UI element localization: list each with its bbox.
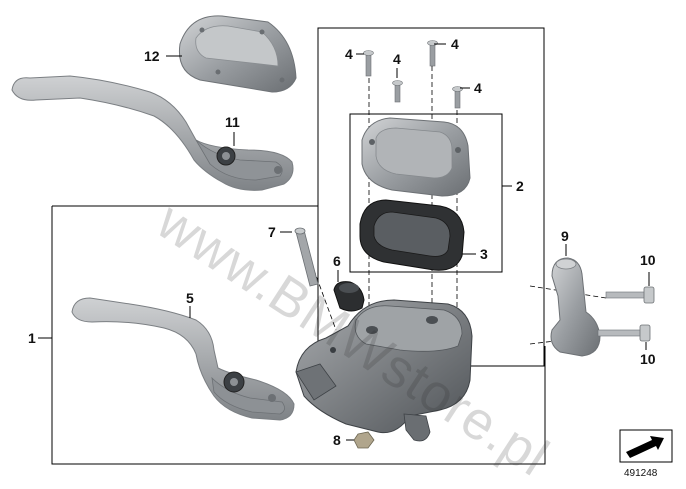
assembly-frame-1 — [51, 205, 546, 465]
lower-lever-part — [71, 297, 295, 421]
callout-10a: 10 — [640, 252, 656, 268]
callout-4a: 4 — [345, 46, 353, 62]
callout-9: 9 — [561, 228, 569, 244]
grommet-part — [333, 281, 365, 312]
reservoir-cover-part — [178, 15, 297, 93]
nut-part — [353, 431, 375, 449]
callout-11: 11 — [225, 114, 240, 130]
handlebar-clamp-part — [550, 257, 601, 357]
master-cylinder-body-part — [295, 299, 473, 442]
clamp-bolt-part — [597, 286, 655, 342]
callout-10b: 10 — [640, 351, 656, 367]
pivot-pin-part — [294, 227, 319, 287]
callout-6: 6 — [333, 253, 341, 269]
diagram-number: 491248 — [624, 468, 658, 479]
gasket-part — [359, 199, 465, 271]
callout-8: 8 — [333, 432, 341, 448]
leaders-4 — [356, 43, 470, 89]
callout-1: 1 — [28, 330, 36, 346]
callout-7: 7 — [268, 224, 276, 240]
assembly-frame-3 — [349, 113, 503, 273]
upper-lever-part — [11, 75, 294, 191]
callout-12: 12 — [144, 48, 160, 64]
callout-5: 5 — [186, 290, 194, 306]
callout-2: 2 — [516, 178, 524, 194]
callout-3: 3 — [480, 246, 488, 262]
callout-4b: 4 — [393, 51, 401, 67]
leaders-10 — [645, 272, 650, 350]
orientation-arrow-box — [619, 429, 673, 463]
screw-part — [363, 40, 463, 109]
reservoir-lid-part — [361, 117, 471, 197]
callout-4d: 4 — [474, 80, 482, 96]
callout-4c: 4 — [451, 36, 459, 52]
